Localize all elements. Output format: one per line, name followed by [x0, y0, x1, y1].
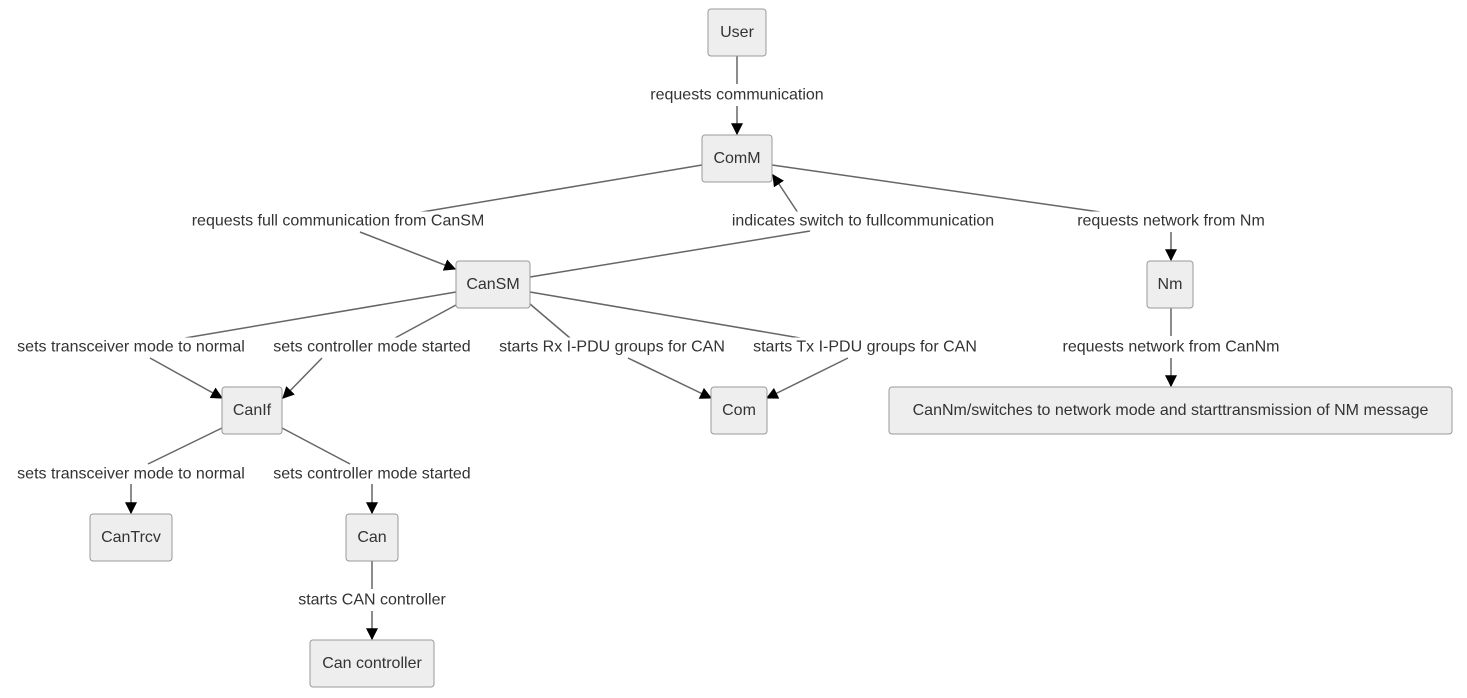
node-canif: CanIf: [221, 386, 283, 435]
node-cansm: CanSM: [455, 260, 531, 309]
node-user: User: [707, 8, 767, 57]
edge-label-bg: [1059, 337, 1283, 357]
node-box: [888, 386, 1453, 435]
node-cantrcv: CanTrcv: [89, 513, 173, 562]
node-box: [707, 8, 767, 57]
edge-label-text: sets controller mode started: [273, 339, 470, 356]
edge-label-text: requests network from CanNm: [1063, 339, 1280, 356]
node-label: CanSM: [466, 276, 519, 293]
node-label: User: [720, 24, 754, 41]
node-box: [345, 513, 399, 562]
edge-label-bg: [750, 337, 980, 357]
node-label: CanTrcv: [101, 529, 161, 546]
edge-line-comm-cansm-start: [409, 164, 703, 215]
edge-label-canif-cantrcv: sets transceiver mode to normal: [14, 464, 248, 484]
edge-label-bg: [728, 211, 998, 231]
edge-label-cansm-com-rx: starts Rx I-PDU groups for CAN: [496, 337, 728, 357]
edge-label-bg: [188, 211, 488, 231]
edge-cansm-canif-ctrl: [282, 304, 457, 399]
edge-label-text: starts Rx I-PDU groups for CAN: [499, 339, 725, 356]
node-nm: Nm: [1146, 260, 1194, 309]
edge-label-cansm-canif-trcv: sets transceiver mode to normal: [14, 337, 248, 357]
edge-label-text: sets transceiver mode to normal: [17, 466, 245, 483]
edge-label-nm-cannm: requests network from CanNm: [1059, 337, 1283, 357]
edge-label-canif-can: sets controller mode started: [270, 464, 474, 484]
edge-label-text: indicates switch to fullcommunication: [732, 213, 994, 230]
edge-line-cansm-comm-start: [529, 230, 811, 278]
node-box: [89, 513, 173, 562]
edge-label-bg: [1074, 211, 1268, 231]
edge-line-comm-cansm-end: [359, 231, 457, 271]
edge-label-bg: [14, 464, 248, 484]
node-box: [710, 386, 768, 435]
edge-comm-cansm: [359, 164, 703, 271]
edge-label-bg: [647, 85, 827, 105]
edge-label-bg: [496, 337, 728, 357]
edge-line-cansm-canif-ctrl-end: [282, 357, 323, 399]
edge-label-bg: [14, 337, 248, 357]
edge-label-text: starts CAN controller: [298, 592, 446, 609]
edge-label-bg: [270, 464, 474, 484]
edge-labels-layer: requests communication requests full comm…: [14, 85, 1283, 610]
node-box: [455, 260, 531, 309]
node-can: Can: [345, 513, 399, 562]
edge-label-comm-nm: requests network from Nm: [1074, 211, 1268, 231]
edge-line-canif-can-start: [281, 427, 351, 465]
edge-line-cansm-com-rx-start: [529, 303, 571, 339]
edge-line-cansm-canif-ctrl-start: [394, 304, 457, 339]
edge-label-cansm-com-tx: starts Tx I-PDU groups for CAN: [750, 337, 980, 357]
edge-label-text: sets controller mode started: [273, 466, 470, 483]
node-comm: ComM: [701, 134, 773, 183]
edge-cansm-com-rx: [529, 303, 713, 399]
edge-canif-can: [281, 427, 378, 515]
edge-label-text: requests communication: [650, 87, 823, 104]
node-label: Can controller: [322, 655, 422, 672]
edge-line-cansm-com-tx-end: [765, 357, 849, 399]
node-box: [1146, 260, 1194, 309]
edge-line-cansm-canif-trcv-end: [149, 357, 224, 399]
node-label: ComM: [713, 150, 760, 167]
node-label: CanIf: [233, 402, 272, 419]
node-box: [221, 386, 283, 435]
node-cancontroller: Can controller: [309, 639, 435, 688]
edge-cansm-canif-trcv: [149, 291, 457, 399]
edge-line-canif-cantrcv-start: [147, 427, 223, 465]
edge-label-cansm-canif-ctrl: sets controller mode started: [270, 337, 474, 357]
edge-label-comm-cansm: requests full communication from CanSM: [188, 211, 488, 231]
edge-line-cansm-com-rx-end: [627, 357, 713, 399]
node-box: [309, 639, 435, 688]
edge-label-cansm-comm: indicates switch to fullcommunication: [728, 211, 998, 231]
edge-line-cansm-com-tx-start: [529, 291, 801, 339]
edge-label-text: sets transceiver mode to normal: [17, 339, 245, 356]
edge-comm-nm: [771, 164, 1177, 262]
edge-label-bg: [295, 590, 450, 610]
edge-line-cansm-canif-trcv-start: [184, 291, 457, 339]
edge-cansm-com-tx: [529, 291, 849, 399]
node-cannm: CanNm/switches to network mode and start…: [888, 386, 1453, 435]
edge-label-text: requests network from Nm: [1077, 213, 1265, 230]
edge-label-bg: [270, 337, 474, 357]
edge-label-can-cancontroller: starts CAN controller: [295, 590, 450, 610]
node-label: Nm: [1158, 276, 1183, 293]
edge-label-user-comm: requests communication: [647, 85, 827, 105]
edge-label-text: requests full communication from CanSM: [192, 213, 485, 230]
edge-label-text: starts Tx I-PDU groups for CAN: [753, 339, 977, 356]
node-label: CanNm/switches to network mode and start…: [913, 402, 1429, 419]
edge-line-comm-nm-start: [771, 164, 1101, 213]
node-label: Can: [357, 529, 386, 546]
node-label: Com: [722, 402, 756, 419]
edge-canif-cantrcv: [125, 427, 223, 515]
node-box: [701, 134, 773, 183]
node-com: Com: [710, 386, 768, 435]
